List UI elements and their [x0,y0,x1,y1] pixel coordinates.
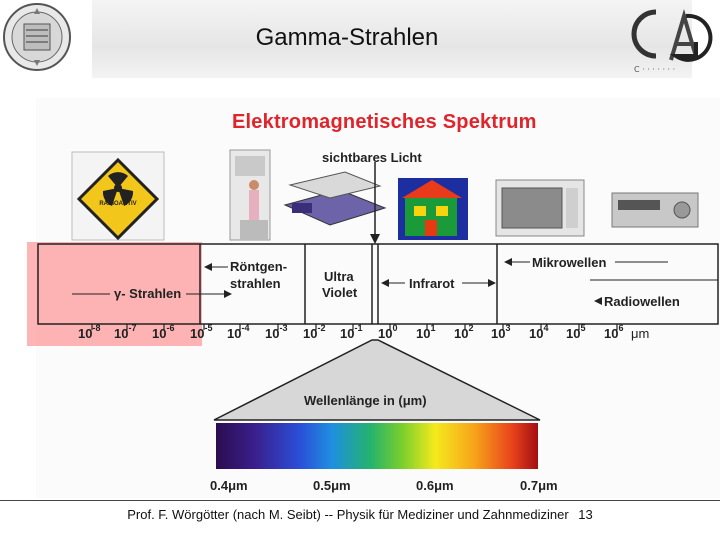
scale-tick-exponent: 3 [505,323,511,333]
scale-tick-exponent: 0 [392,323,398,333]
scale-tick: 100 [378,323,398,341]
scale-tick-base: 10 [604,326,619,341]
scale-tick-base: 10 [529,326,544,341]
visible-tick: 0.7μm [520,478,558,493]
scale-tick-exponent: -8 [92,323,101,333]
spectrum-diagram [37,149,719,421]
scale-tick-exponent: -3 [279,323,288,333]
scale-tick: 102 [454,323,474,341]
scale-tick-exponent: -6 [166,323,175,333]
scale-tick-base: 10 [454,326,469,341]
scale-tick: 10-3 [265,323,288,341]
footer-divider [0,500,720,501]
visible-tick: 0.6μm [416,478,454,493]
scale-tick-base: 10 [416,326,431,341]
scale-tick-base: 10 [190,326,205,341]
visible-tick: 0.5μm [313,478,351,493]
uv-label-line1: Ultra [324,269,354,284]
visible-light-label: sichtbares Licht [322,150,422,165]
scale-tick-exponent: -7 [128,323,137,333]
visible-spectrum-bar [216,423,538,469]
scale-tick-exponent: -4 [241,323,250,333]
scale-tick: 103 [491,323,511,341]
wavelength-label: Wellenlänge in (μm) [304,393,427,408]
scale-tick-base: 10 [303,326,318,341]
scale-tick: 104 [529,323,549,341]
microwave-icon [495,179,585,237]
title-band [92,0,692,78]
scale-tick-base: 10 [78,326,93,341]
scale-tick-base: 10 [227,326,242,341]
university-seal-icon [3,3,71,71]
footer-text: Prof. F. Wörgötter (nach M. Seibt) -- Ph… [127,507,569,522]
scale-tick-exponent: 1 [430,323,436,333]
svg-text:C · · · · · · ·: C · · · · · · · [634,65,675,74]
xray-label-line2: strahlen [230,276,281,291]
scale-tick-base: 10 [265,326,280,341]
thermal-image-icon [398,178,468,240]
radio-label: Radiowellen [604,294,680,309]
gamma-highlight [27,242,202,346]
scale-tick-base: 10 [491,326,506,341]
scale-tick: 10-7 [114,323,137,341]
gamma-label: γ- Strahlen [114,286,182,301]
xray-label-line1: Röntgen- [230,259,288,274]
scale-tick-base: 10 [566,326,581,341]
scale-tick-exponent: -1 [354,323,363,333]
footer: Prof. F. Wörgötter (nach M. Seibt) -- Ph… [0,507,720,522]
radioactive-sign-icon [71,151,165,241]
spectrum-title: Elektromagnetisches Spektrum [232,111,537,133]
xray-machine-icon [229,149,271,241]
scale-tick: 10-2 [303,323,326,341]
scale-tick: 106 [604,323,624,341]
scale-tick-exponent: 2 [468,323,474,333]
scale-tick: 10-5 [190,323,213,341]
scale-tick-base: 10 [152,326,167,341]
infrared-label: Infrarot [409,276,455,291]
scale-tick: 105 [566,323,586,341]
scale-tick-exponent: -2 [317,323,326,333]
scale-tick: 10-6 [152,323,175,341]
scale-tick-exponent: 4 [543,323,549,333]
scale-tick-exponent: 6 [618,323,624,333]
scale-tick-base: 10 [340,326,355,341]
scale-tick: 10-8 [78,323,101,341]
scale-tick-exponent: 5 [580,323,586,333]
visible-tick: 0.4μm [210,478,248,493]
institute-logo-icon: C · · · · · · · [631,8,713,74]
slide-title: Gamma-Strahlen [255,24,439,51]
scale-tick: 10-1 [340,323,363,341]
scale-tick-base: 10 [114,326,129,341]
scale-tick-base: 10 [378,326,393,341]
scale-tick: 101 [416,323,436,341]
scale-unit: μm [631,326,650,341]
uv-device-icon [283,171,387,226]
scale-tick: 10-4 [227,323,250,341]
uv-label-line2: Violet [322,285,358,300]
radio-receiver-icon [611,192,699,228]
hazard-sign-text: RADIOAKTIV [99,201,137,207]
page-number: 13 [578,507,593,522]
microwave-label: Mikrowellen [532,255,607,270]
scale-tick-exponent: -5 [204,323,213,333]
